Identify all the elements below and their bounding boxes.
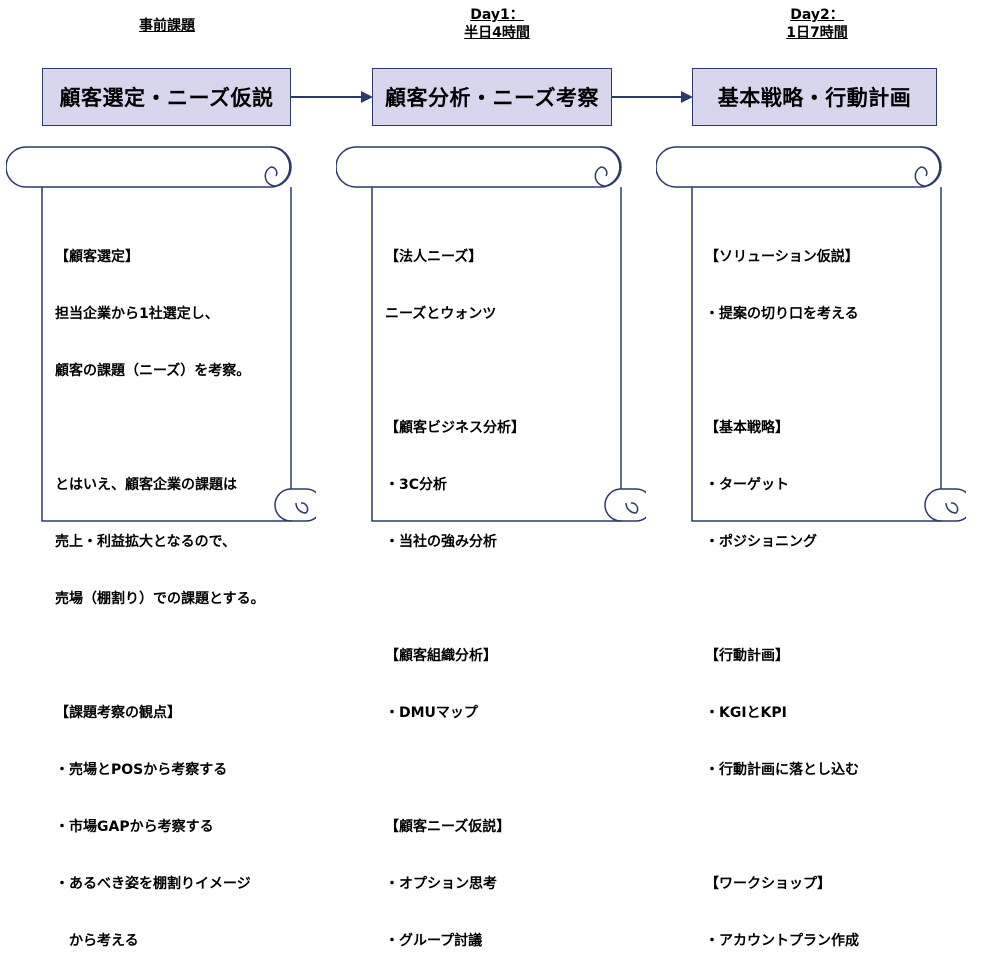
text-line: ・DMUマップ <box>385 705 478 721</box>
column-text-day1: 【法人ニーズ】 ニーズとウォンツ 【顧客ビジネス分析】 ・3C分析 ・当社の強み… <box>385 210 525 970</box>
text-line: ・市場GAPから考察する <box>55 819 214 835</box>
text-line: 【法人ニーズ】 <box>385 249 483 265</box>
text-line: ・KGIとKPI <box>705 705 787 721</box>
text-line: 【ワークショップ】 <box>705 876 831 892</box>
text-line: ・提案の切り口を考える <box>705 306 859 322</box>
text-line: ・行動計画に落とし込む <box>705 762 859 778</box>
title-box-customer-analysis: 顧客分析・ニーズ考察 <box>372 68 612 126</box>
text-line: ・アカウントプラン作成 <box>705 933 859 949</box>
title-box-basic-strategy-label: 基本戦略・行動計画 <box>717 86 912 110</box>
text-line: 【課題考察の観点】 <box>55 705 181 721</box>
text-line: から考える <box>55 933 139 949</box>
text-line: 売上・利益拡大となるので、 <box>55 534 237 550</box>
arrow-right-icon <box>291 91 373 103</box>
text-line: ニーズとウォンツ <box>385 306 497 322</box>
phase-header-day2: Day2： 1日7時間 <box>747 6 887 42</box>
text-line <box>705 590 859 609</box>
text-line: とはいえ、顧客企業の課題は <box>55 477 237 493</box>
scroll-shape-icon <box>656 146 966 522</box>
scroll-shape-icon <box>6 146 316 522</box>
phase-header-pre-line1: 事前課題 <box>139 18 195 34</box>
title-box-customer-analysis-label: 顧客分析・ニーズ考察 <box>385 86 599 110</box>
text-line: 【顧客ビジネス分析】 <box>385 420 525 436</box>
text-line: 【基本戦略】 <box>705 420 789 436</box>
text-line <box>385 362 525 381</box>
text-line: ・オプション思考 <box>385 876 497 892</box>
title-box-basic-strategy: 基本戦略・行動計画 <box>692 68 937 126</box>
text-line: ・売場とPOSから考察する <box>55 762 228 778</box>
phase-header-day1-line2: 半日4時間 <box>464 25 530 41</box>
title-box-customer-selection: 顧客選定・ニーズ仮説 <box>42 68 291 126</box>
text-line <box>55 419 265 438</box>
phase-header-pre: 事前課題 <box>97 17 237 35</box>
text-line <box>55 647 265 666</box>
phase-header-day1-line1: Day1： <box>470 7 524 23</box>
title-box-customer-selection-label: 顧客選定・ニーズ仮説 <box>59 86 274 110</box>
text-line: 担当企業から1社選定し、 <box>55 306 219 322</box>
column-text-day2: 【ソリューション仮説】 ・提案の切り口を考える 【基本戦略】 ・ターゲット ・ポ… <box>705 210 859 970</box>
text-line <box>385 590 525 609</box>
text-line: ・グループ討議 <box>385 933 483 949</box>
text-line: 【顧客組織分析】 <box>385 648 497 664</box>
text-line: ・3C分析 <box>385 477 448 493</box>
text-line <box>385 761 525 780</box>
phase-header-day2-line1: Day2： <box>790 7 844 23</box>
phase-header-day2-line2: 1日7時間 <box>786 25 848 41</box>
text-line: 【行動計画】 <box>705 648 789 664</box>
text-line <box>705 362 859 381</box>
text-line: 売場（棚割り）での課題とする。 <box>55 591 265 607</box>
column-text-pre: 【顧客選定】 担当企業から1社選定し、 顧客の課題（ニーズ）を考察。 とはいえ、… <box>55 210 265 970</box>
text-line: ・当社の強み分析 <box>385 534 497 550</box>
phase-header-day1: Day1： 半日4時間 <box>427 6 567 42</box>
arrow-right-icon <box>612 91 693 103</box>
text-line: 【顧客選定】 <box>55 249 139 265</box>
text-line: ・ターゲット <box>705 477 789 493</box>
text-line: 【顧客ニーズ仮説】 <box>385 819 511 835</box>
text-line: ・あるべき姿を棚割りイメージ <box>55 876 251 892</box>
text-line <box>705 818 859 837</box>
text-line: 顧客の課題（ニーズ）を考察。 <box>55 363 251 379</box>
text-line: ・ポジショニング <box>705 534 817 550</box>
text-line: 【ソリューション仮説】 <box>705 249 859 265</box>
scroll-shape-icon <box>336 146 646 522</box>
